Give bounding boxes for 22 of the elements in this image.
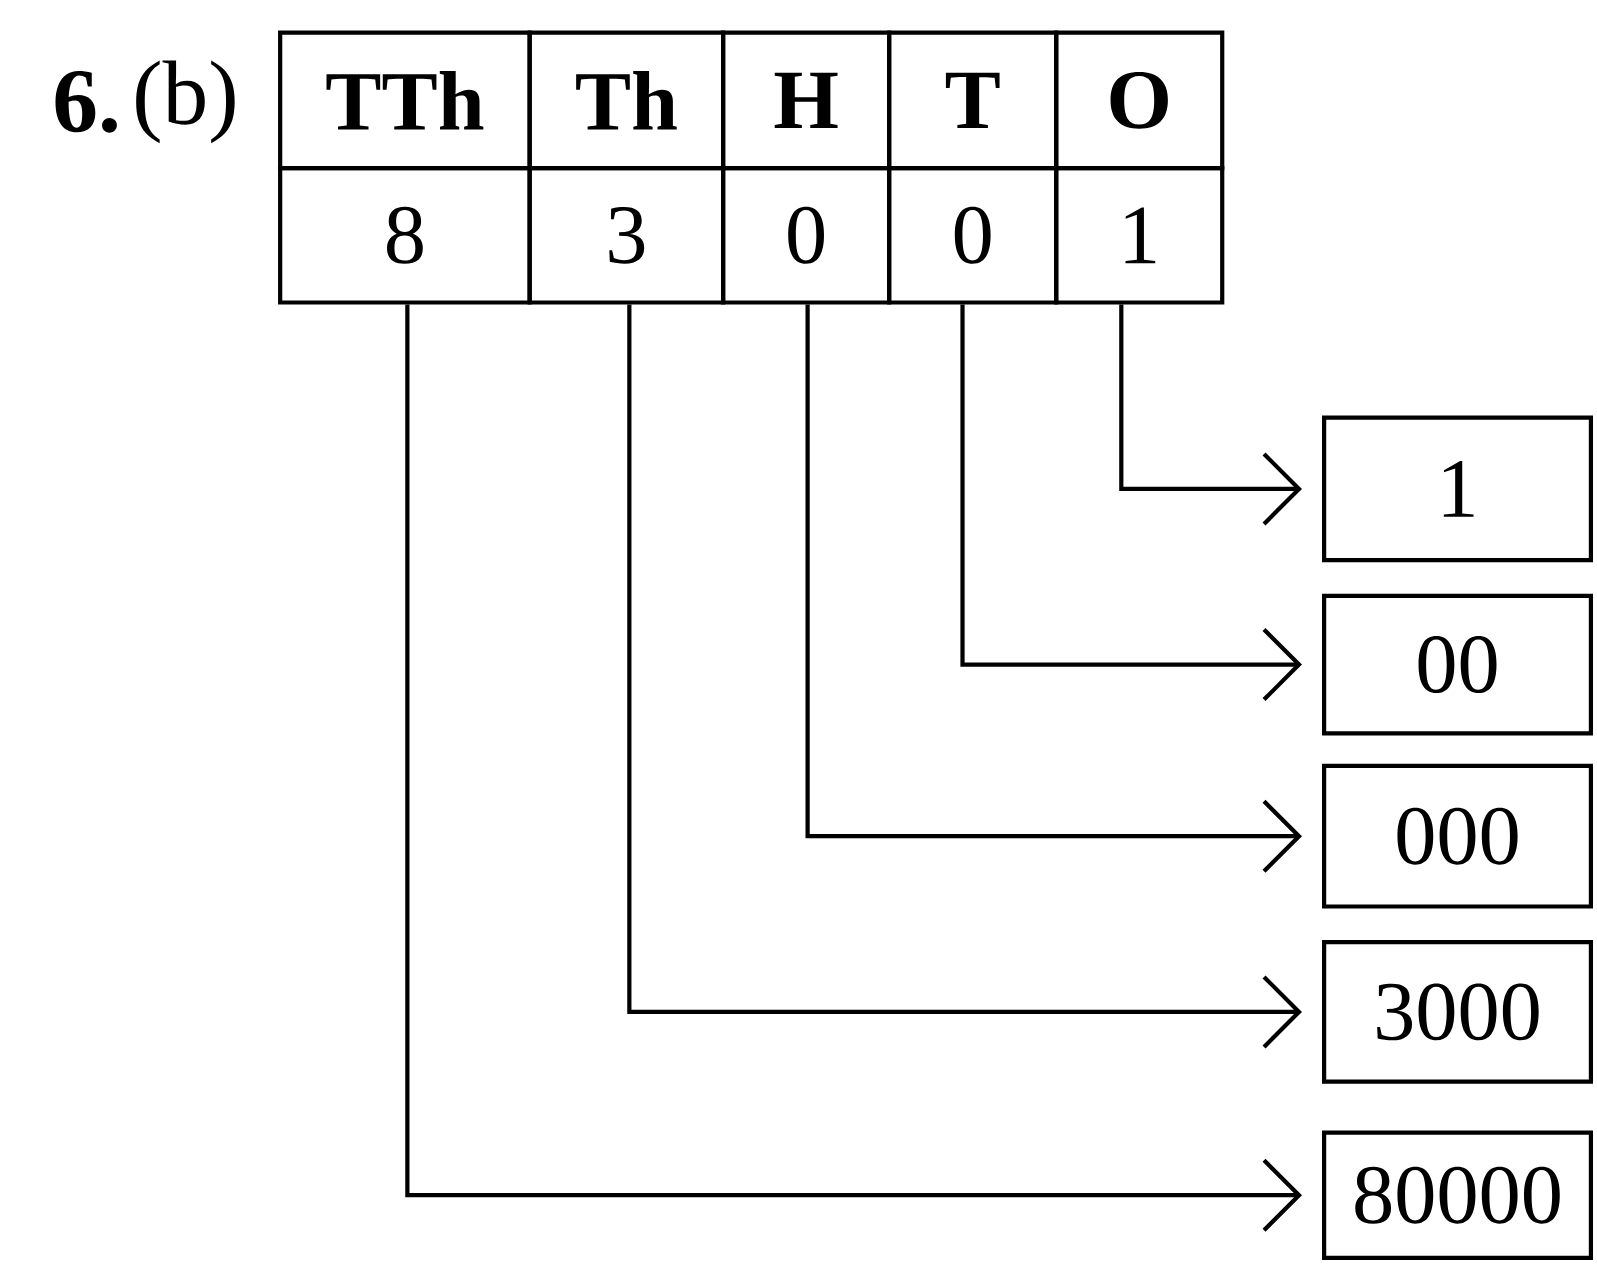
part-label: (b) bbox=[136, 60, 235, 144]
question-number: 6. bbox=[55, 70, 117, 133]
header-cell: O bbox=[1054, 30, 1225, 171]
digit-cell: 3 bbox=[527, 166, 726, 305]
connector-arrow bbox=[805, 304, 1302, 873]
digit-cell: 1 bbox=[1054, 166, 1225, 305]
connector-arrow bbox=[960, 304, 1302, 702]
value-box: 3000 bbox=[1322, 940, 1594, 1084]
connector-arrow bbox=[627, 304, 1302, 1049]
value-box: 80000 bbox=[1322, 1130, 1594, 1260]
digit-cell: 0 bbox=[721, 166, 892, 305]
header-cell: Th bbox=[527, 30, 726, 171]
value-box: 1 bbox=[1322, 415, 1594, 563]
value-box: 000 bbox=[1322, 763, 1594, 909]
value-box: 00 bbox=[1322, 593, 1594, 736]
connector-arrow bbox=[1119, 304, 1302, 526]
header-cell: TTh bbox=[278, 30, 532, 171]
digit-cell: 0 bbox=[887, 166, 1059, 305]
digit-cell: 8 bbox=[278, 166, 532, 305]
header-cell: H bbox=[721, 30, 892, 171]
header-cell: T bbox=[887, 30, 1059, 171]
connector-arrow bbox=[405, 304, 1302, 1232]
